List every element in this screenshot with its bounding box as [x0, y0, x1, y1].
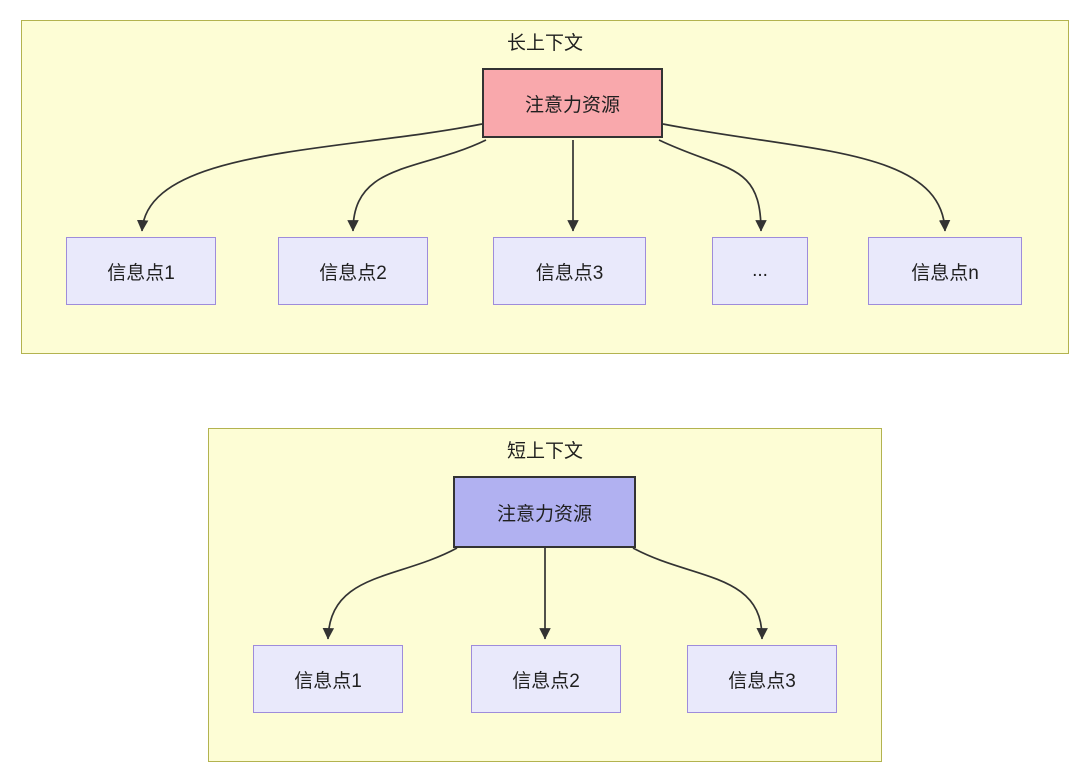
node-info-point-3-long: 信息点3	[493, 237, 646, 305]
node-info-point-ellipsis: ...	[712, 237, 808, 305]
node-attention-resource-short: 注意力资源	[453, 476, 636, 548]
node-info-point-1-short: 信息点1	[253, 645, 403, 713]
node-attention-resource-long: 注意力资源	[482, 68, 663, 138]
subgraph-short-title: 短上下文	[506, 441, 583, 462]
node-info-point-2-long: 信息点2	[278, 237, 428, 305]
node-info-point-n: 信息点n	[868, 237, 1022, 305]
node-info-point-1-long: 信息点1	[66, 237, 216, 305]
node-info-point-2-short: 信息点2	[471, 645, 621, 713]
subgraph-long-title: 长上下文	[506, 33, 583, 54]
node-info-point-3-short: 信息点3	[687, 645, 837, 713]
